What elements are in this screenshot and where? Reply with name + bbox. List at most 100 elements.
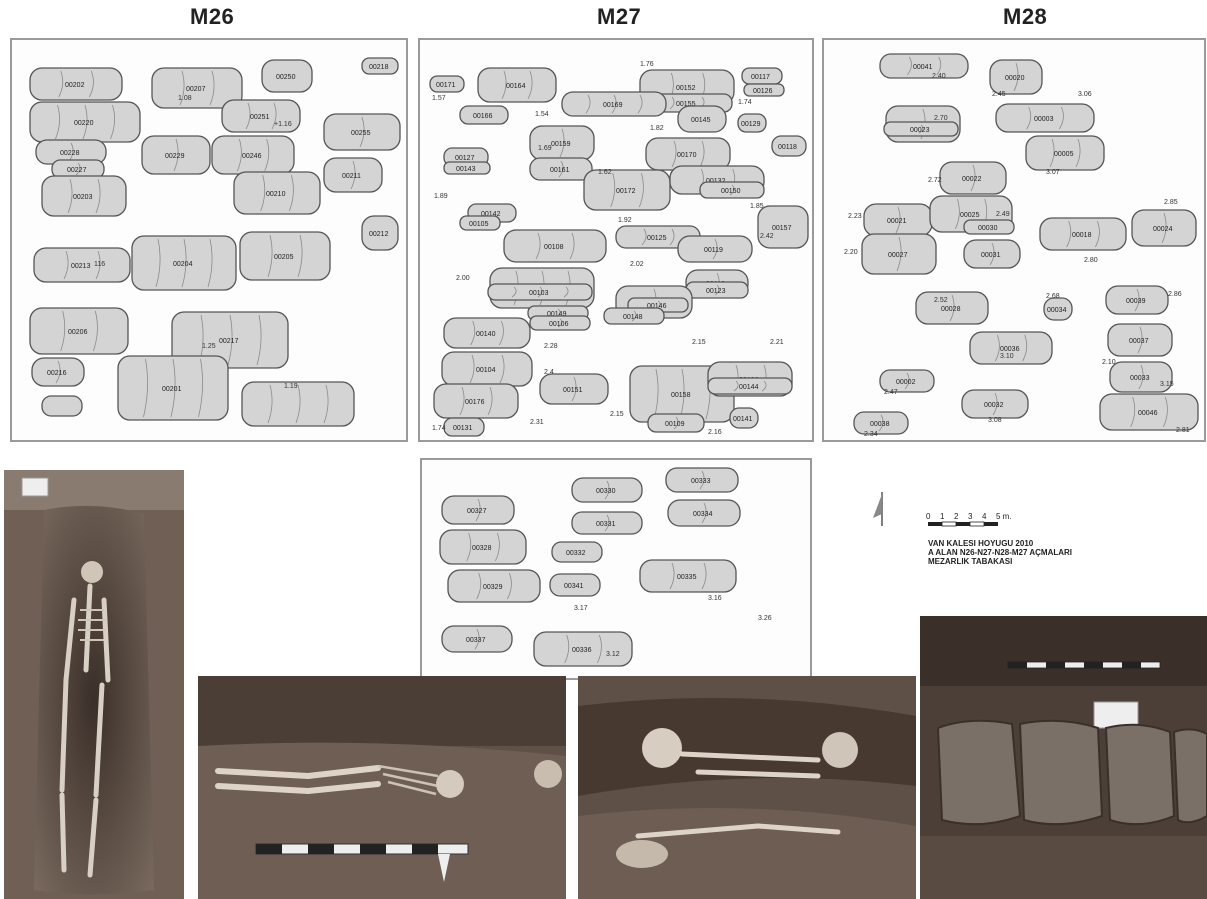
grave-label: 00142 xyxy=(481,211,501,218)
grave-outline: 00148 xyxy=(603,307,665,325)
grave-label: 00341 xyxy=(564,583,584,590)
scale-bar: 0 1 2 3 4 5 m. xyxy=(926,512,1012,527)
grave-label: 00172 xyxy=(616,188,636,195)
grave-outline: 00002 xyxy=(879,369,935,393)
grave-label: 00148 xyxy=(623,314,643,321)
grave-outline: 00330 xyxy=(571,477,643,503)
grave-outline: 00329 xyxy=(447,569,541,603)
grave-outline: 00021 xyxy=(863,203,933,237)
grave-label: 00020 xyxy=(1005,75,1025,82)
grave-outline: 00018 xyxy=(1039,217,1127,251)
grave-outline: 00161 xyxy=(529,157,593,181)
grave-label: 00146 xyxy=(647,303,667,310)
grave-label: 00023 xyxy=(910,127,930,134)
grave-label: 00229 xyxy=(165,153,185,160)
scale-tick-1: 1 xyxy=(940,512,945,521)
grave-label: 00213 xyxy=(71,263,91,270)
grave-outline: 00334 xyxy=(667,499,741,527)
grave-outline: 00216 xyxy=(31,357,85,387)
grave-outline: 00341 xyxy=(549,573,601,597)
photo-grave-2 xyxy=(198,676,566,899)
grave-outline: 00046 xyxy=(1099,393,1199,431)
elevation-label: 116 xyxy=(94,261,105,268)
grave-label: 00336 xyxy=(572,647,592,654)
grave-label: 00166 xyxy=(473,113,493,120)
grave-label: 00329 xyxy=(483,584,503,591)
grave-outline: 00157 xyxy=(757,205,809,249)
grave-outline: 00332 xyxy=(551,541,603,563)
grave-outline: 00251 xyxy=(221,99,301,133)
grave-label: 00141 xyxy=(733,416,753,423)
elevation-label: 3.10 xyxy=(1000,353,1014,360)
grave-label: 00129 xyxy=(741,121,761,128)
elevation-label: 1.54 xyxy=(535,111,549,118)
grave-label: 00002 xyxy=(896,379,916,386)
scale-rod-icon xyxy=(255,843,469,882)
grave-outline: 00203 xyxy=(41,175,127,217)
grave-outline: 00005 xyxy=(1025,135,1105,171)
grave-label: 00206 xyxy=(68,329,88,336)
grave-outline: 00159 xyxy=(529,125,595,161)
plan-m26-drawing: 0020200207002500021800220002510024600255… xyxy=(29,57,401,427)
grave-outline: 00218 xyxy=(361,57,399,75)
grave-outline: 00117 xyxy=(741,67,783,85)
grave-outline: 00246 xyxy=(211,135,295,175)
grave-label: 00328 xyxy=(472,545,492,552)
plan-m27-lower: 00327 00330 00333 00328 00331 00334 00329 00332… xyxy=(420,458,812,680)
grave-outline: 00034 xyxy=(1043,297,1073,321)
scale-and-north: 0 1 2 3 4 5 m. xyxy=(873,492,1012,527)
grave-outline: 00205 xyxy=(239,231,331,281)
grave-outline: 00210 xyxy=(233,171,321,215)
elevation-label: 2.15 xyxy=(610,411,624,418)
grave-label: 00041 xyxy=(913,64,933,71)
grave-label: 00025 xyxy=(960,212,980,219)
elevation-label: 2.52 xyxy=(934,297,948,304)
grave-outline: 00206 xyxy=(29,307,129,355)
grave-outline: 00171 xyxy=(429,75,465,93)
grave-label: 00250 xyxy=(276,74,296,81)
grave-label: 00127 xyxy=(455,155,475,162)
elevation-label: 1.25 xyxy=(202,343,216,350)
photo-grave-4 xyxy=(920,616,1207,899)
legend: 0 1 2 3 4 5 m. VAN KALESI HOYUGU 2010 A … xyxy=(870,486,1090,566)
grave-label: 00005 xyxy=(1054,151,1074,158)
grave-label: 00335 xyxy=(677,574,697,581)
grave-outline: 00164 xyxy=(477,67,557,103)
elevation-label: 3.17 xyxy=(574,605,588,612)
grave-outline: 00331 xyxy=(571,511,643,535)
grave-label: 00037 xyxy=(1129,338,1149,345)
grave-outline: 00031 xyxy=(963,239,1021,269)
grave-label: 00228 xyxy=(60,150,80,157)
grave-label: 00158 xyxy=(671,392,691,399)
grave-label: 00123 xyxy=(706,288,726,295)
grave-outline: 00255 xyxy=(323,113,401,151)
grave-outline: 00129 xyxy=(737,113,767,133)
grave-label: 00333 xyxy=(691,478,711,485)
grave-label: 00327 xyxy=(467,508,487,515)
north-arrow-icon xyxy=(873,492,883,526)
grave-outline: 00024 xyxy=(1131,209,1197,247)
grave-label: 00106 xyxy=(549,321,569,328)
grave-label: 00201 xyxy=(162,386,182,393)
grave-outline: 00037 xyxy=(1107,323,1173,357)
grave-outline: 00109 xyxy=(647,413,705,433)
grave-label: 00161 xyxy=(550,167,570,174)
elevation-label: 1.08 xyxy=(178,95,192,102)
grave-outline: 00033 xyxy=(1109,361,1173,393)
grave-label: 00109 xyxy=(665,421,685,428)
grave-label: 00117 xyxy=(751,74,770,81)
elevation-label: 2.42 xyxy=(760,233,774,240)
grave-outline: 00202 xyxy=(29,67,123,101)
elevation-label: 1.85 xyxy=(750,203,764,210)
grave-label: 00216 xyxy=(47,370,67,377)
elevation-label: 2.40 xyxy=(932,73,946,80)
elevation-label: 2.20 xyxy=(844,249,858,256)
grave-outline: 00022 xyxy=(939,161,1007,195)
grave-outline: 00250 xyxy=(261,59,313,93)
grave-label: 00143 xyxy=(456,166,476,173)
grave-outline: 00036 xyxy=(969,331,1053,365)
grave-outline xyxy=(41,395,83,417)
grave-outline: 00131 xyxy=(443,417,485,437)
plan-m28-drawing: 0004100020000190002300003000050002200021… xyxy=(844,53,1199,438)
